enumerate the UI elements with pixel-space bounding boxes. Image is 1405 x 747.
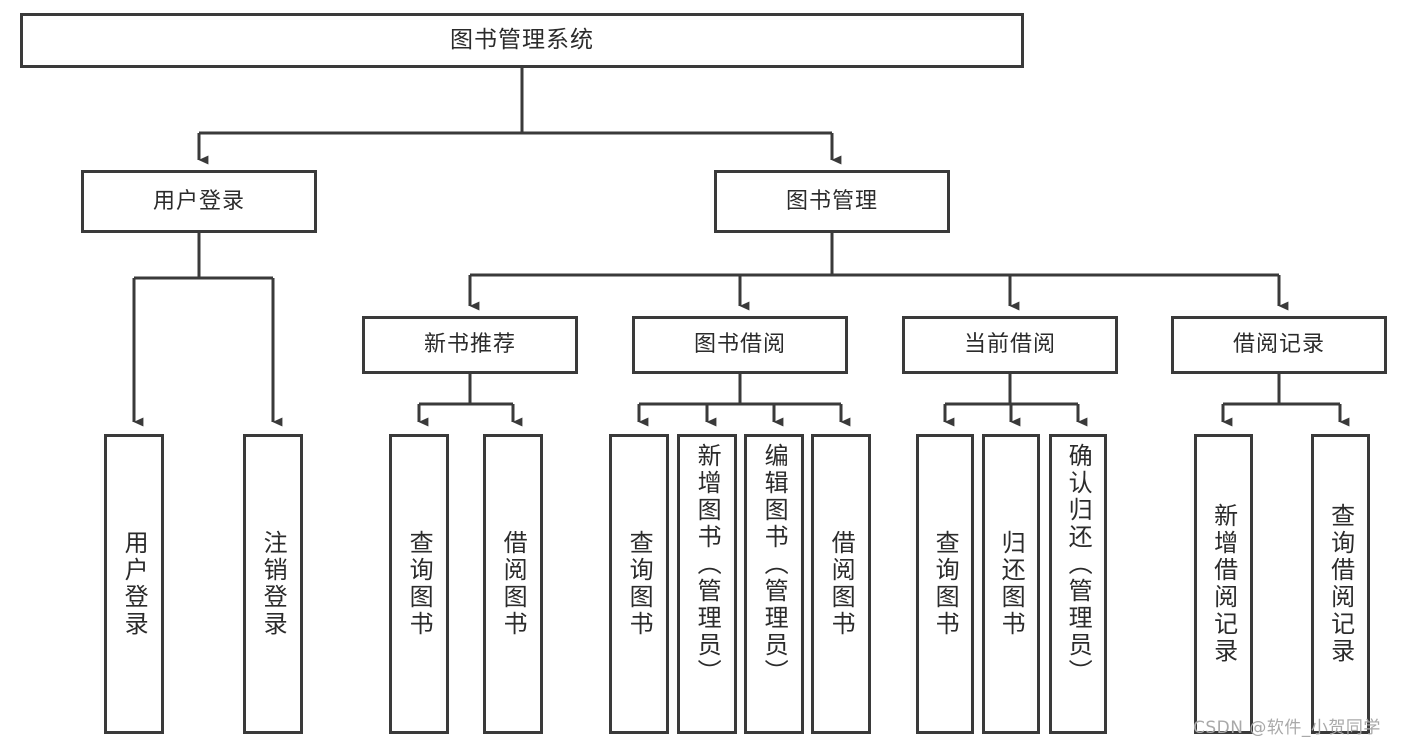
node-current-borrow[interactable]: 当前借阅 [902,316,1118,374]
node-book-management[interactable]: 图书管理 [714,170,950,233]
leaf-record-add-record[interactable]: 新增借阅记录 [1194,434,1253,734]
leaf-borrow-edit-book-admin[interactable]: 编辑图书（管理员） [744,434,804,734]
csdn-watermark: CSDN @软件_小贺同学 [1193,718,1381,738]
leaf-current-query-book[interactable]: 查询图书 [916,434,974,734]
node-new-book-recommend[interactable]: 新书推荐 [362,316,578,374]
leaf-record-query-record[interactable]: 查询借阅记录 [1311,434,1370,734]
leaf-user-login-login[interactable]: 用户登录 [104,434,164,734]
leaf-user-login-logout[interactable]: 注销登录 [243,434,303,734]
leaf-borrow-borrow-book[interactable]: 借阅图书 [811,434,871,734]
leaf-current-return-book[interactable]: 归还图书 [982,434,1040,734]
leaf-recommend-borrow-book[interactable]: 借阅图书 [483,434,543,734]
leaf-borrow-add-book-admin[interactable]: 新增图书（管理员） [677,434,737,734]
node-book-borrow[interactable]: 图书借阅 [632,316,848,374]
leaf-borrow-query-book[interactable]: 查询图书 [609,434,669,734]
node-borrow-record[interactable]: 借阅记录 [1171,316,1387,374]
node-root-system[interactable]: 图书管理系统 [20,13,1024,68]
leaf-recommend-query-book[interactable]: 查询图书 [389,434,449,734]
leaf-current-confirm-return-admin[interactable]: 确认归还（管理员） [1049,434,1107,734]
node-user-login[interactable]: 用户登录 [81,170,317,233]
